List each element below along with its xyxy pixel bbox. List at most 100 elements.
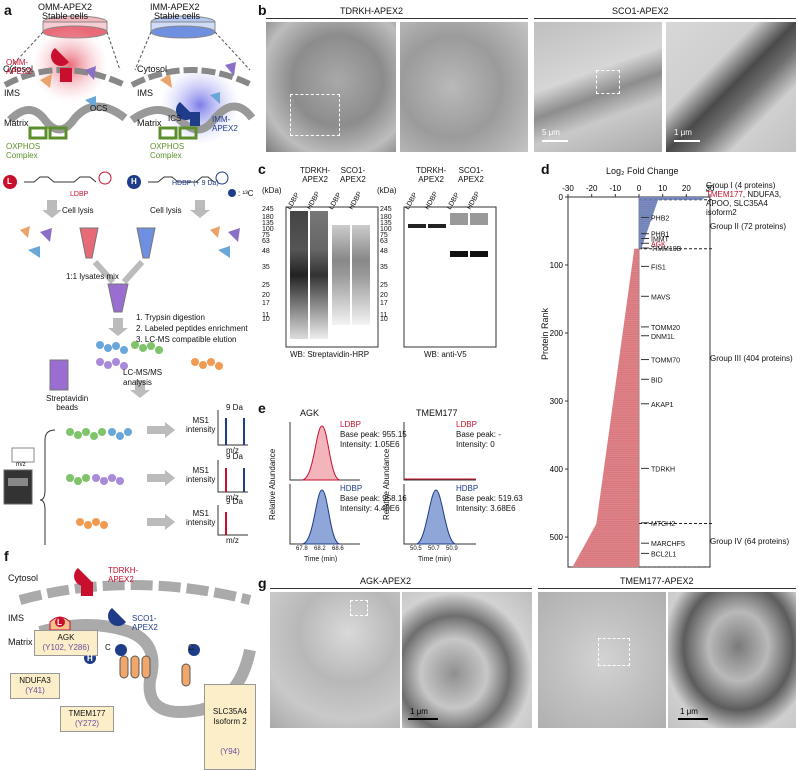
d-bar-g3: [608, 435, 639, 436]
d-bar-g3: [609, 426, 639, 428]
d-bar-g2: [639, 207, 656, 209]
d-bar-g3: [597, 511, 639, 513]
panel-label-d: d: [541, 161, 550, 177]
d-bar-g3: [598, 505, 639, 506]
d-bar-g3: [631, 266, 639, 268]
d-bar-g3: [604, 464, 639, 466]
d-bar-g4: [588, 538, 639, 540]
d-bar-g3: [624, 318, 639, 319]
e-agk-ldbp-peak: Base peak: 955.15: [340, 430, 407, 439]
tdrkh-title: TDRKH-APEX2: [340, 6, 404, 16]
d-bar-g4: [589, 536, 639, 538]
d-bar-g3: [599, 499, 639, 501]
f-slc-site: (Y94): [220, 747, 240, 756]
d-bar-g2: [639, 234, 647, 236]
mz-label-2: m/z: [226, 493, 239, 502]
d-bar-g3: [625, 311, 639, 313]
d-bar-g3: [622, 334, 639, 336]
d-bar-g2: [639, 205, 657, 206]
d-bar-g3: [601, 483, 639, 485]
d-bar-g3: [598, 506, 639, 508]
d-ytick-3: 300: [550, 397, 564, 406]
d-bar-g2: [639, 235, 646, 236]
d-bar-g4: [582, 548, 639, 550]
beads-label: Streptavidin beads: [46, 394, 89, 412]
d-bar-g3: [606, 450, 639, 451]
d-bar-g3: [607, 443, 639, 445]
d-bar-g3: [616, 377, 639, 379]
d-bar-g4: [585, 542, 639, 544]
d-bar-g3: [607, 439, 639, 440]
d-bar-g3: [614, 391, 639, 393]
d-bar-g3: [626, 306, 639, 308]
d-bar-g2: [639, 239, 645, 240]
d-bar-g2: [639, 214, 654, 215]
f-tmem177-site: (Y272): [74, 719, 99, 728]
step-3: 3. LC-MS compatible elution: [136, 335, 237, 344]
d-bar-g3: [620, 349, 639, 351]
cell-lysis-label: Cell lysis: [62, 206, 94, 215]
d-bar-g3: [598, 507, 639, 509]
d-bar-g3: [615, 384, 639, 385]
d-bar-g3: [604, 460, 639, 462]
d-bar-g2: [639, 211, 654, 213]
d-bar-g3: [608, 433, 639, 434]
d-bar-g3: [619, 353, 639, 355]
d-bar-g4: [584, 544, 639, 546]
d-bar-g3: [615, 388, 639, 389]
d-bar-g2: [639, 215, 653, 217]
f-agk: AGK: [57, 633, 75, 642]
d-bar-g3: [597, 514, 639, 516]
wb-marker-2-25: 25: [380, 282, 388, 289]
d-bar-g3: [612, 405, 639, 407]
d-bar-g3: [601, 484, 639, 486]
d-bar-g3: [616, 376, 639, 378]
d-bar-g3: [625, 313, 639, 315]
d-bar-g3: [634, 250, 639, 251]
d-bar-g4: [575, 561, 639, 563]
d-bar-g2: [639, 223, 650, 225]
d-bar-g3: [626, 303, 639, 305]
d-bar-g3: [600, 495, 639, 497]
wb-marker-1-180: 180: [262, 214, 274, 221]
d-bar-g4: [592, 530, 639, 532]
d-bar-g3: [597, 513, 639, 515]
d-bar-g3: [630, 273, 639, 274]
d-bar-g3: [624, 319, 639, 321]
d-bar-g3: [615, 387, 639, 389]
d-bar-g3: [616, 375, 639, 376]
d-bar-g3: [615, 385, 639, 387]
d-bar-g3: [616, 375, 639, 377]
d-bar-g3: [627, 296, 639, 298]
e-agk-ldbp-int: Intensity: 1.05E6: [340, 440, 400, 449]
f-sco1: SCO1- APEX2: [132, 614, 158, 632]
d-bar-g3: [632, 260, 639, 262]
d-bar-g3: [613, 400, 639, 402]
d-bar-g3: [612, 405, 639, 406]
panel-label-c: c: [258, 161, 266, 177]
d-bar-g3: [601, 487, 639, 489]
d-bar-g3: [627, 296, 639, 298]
d-bar-g3: [600, 491, 639, 493]
d-bar-g3: [597, 512, 639, 514]
d-bar-g3: [626, 307, 639, 309]
d-bar-g3: [605, 455, 639, 457]
d-bar-g3: [608, 433, 639, 435]
wb-marker-1-100: 100: [262, 226, 274, 233]
d-bar-g3: [625, 314, 639, 316]
ldbp-label: LDBP: [70, 191, 89, 198]
d-bar-g3: [616, 379, 639, 381]
d-bar-g3: [606, 447, 639, 449]
d-bar-g3: [631, 269, 639, 271]
d-bar-g3: [610, 423, 639, 425]
d-bar-g3: [608, 438, 639, 440]
d-bar-g3: [622, 335, 639, 337]
d-bar-g4: [585, 543, 639, 545]
d-bar-g4: [580, 551, 639, 553]
d-xtick-0: -30: [562, 184, 574, 193]
d-bar-g3: [599, 503, 639, 504]
d-bar-g3: [601, 485, 639, 487]
panel-label-f: f: [4, 548, 9, 564]
d-bar-g3: [624, 318, 639, 320]
d-bar-g3: [634, 249, 639, 251]
